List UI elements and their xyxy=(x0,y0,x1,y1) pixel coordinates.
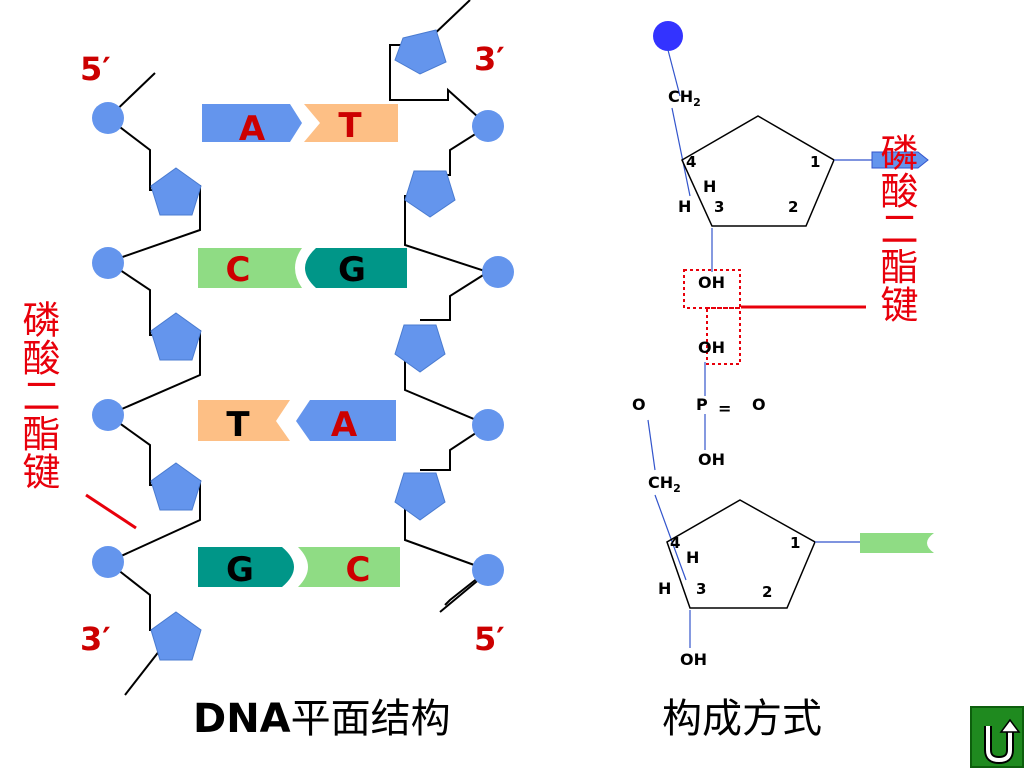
phosphate xyxy=(92,399,124,431)
carbon-2: 2 xyxy=(762,583,772,601)
carbon-4: 4 xyxy=(686,153,696,171)
caption-linkage: 构成方式 xyxy=(662,696,822,742)
base-c xyxy=(198,248,302,288)
deoxyribose-upper xyxy=(681,115,835,227)
base-pair-3: T A xyxy=(198,400,396,445)
double-bond: = xyxy=(718,399,731,418)
bond-pointer-line xyxy=(85,493,137,530)
phosphate-top xyxy=(653,21,683,51)
end-label-bottom-right: 5′ xyxy=(474,620,505,658)
carbon-1: 1 xyxy=(790,534,800,552)
deoxyribose-lower xyxy=(666,499,816,609)
carbon-3: 3 xyxy=(696,580,706,598)
left-phosphates xyxy=(92,102,124,578)
base-pair-2: C G xyxy=(198,248,407,290)
base-pair-1: A T xyxy=(202,104,398,149)
deoxyribose xyxy=(150,312,202,361)
right-strand-backbone xyxy=(389,0,491,613)
dna-plane-structure: A T C G T A G C 5′ 3′ 3′ 5′ xyxy=(16,0,514,742)
phosphate xyxy=(472,554,504,586)
right-phosphates xyxy=(472,110,514,586)
phosphate xyxy=(482,256,514,288)
base-stub-a xyxy=(871,151,929,169)
hydrogen: H xyxy=(658,579,671,598)
base-label: T xyxy=(338,106,362,146)
base-label: C xyxy=(226,250,251,290)
base-label: C xyxy=(346,550,371,590)
hydroxyl: OH xyxy=(680,650,707,669)
dehydration-box-bottom xyxy=(706,307,741,365)
base-a xyxy=(202,104,302,142)
deoxyribose xyxy=(150,167,202,216)
deoxyribose xyxy=(404,170,456,218)
phosphate xyxy=(92,102,124,134)
right-sugars xyxy=(394,29,456,521)
ch2-label: CH2 xyxy=(668,87,701,109)
oxygen: O xyxy=(752,395,766,414)
hydroxyl: OH xyxy=(698,450,725,469)
left-sugars xyxy=(150,167,202,661)
base-label: A xyxy=(331,405,358,445)
base-label: G xyxy=(226,550,254,590)
end-label-top-right: 3′ xyxy=(474,40,505,78)
deoxyribose xyxy=(394,29,447,75)
base-a xyxy=(296,400,396,441)
ch2-label: CH2 xyxy=(648,473,681,495)
phosphate xyxy=(92,247,124,279)
return-arrow-icon xyxy=(984,718,1021,765)
base-label: A xyxy=(239,109,266,149)
left-strand-backbone xyxy=(105,72,201,696)
phosphate xyxy=(92,546,124,578)
deoxyribose xyxy=(150,462,202,511)
hydroxyl: OH xyxy=(698,273,725,292)
bond-label-right: 磷酸二酯键 xyxy=(874,133,918,323)
carbon-3: 3 xyxy=(714,198,724,216)
deoxyribose xyxy=(394,324,446,373)
hydrogen: H xyxy=(686,548,699,567)
linkage-diagram: CH2 4 1 H H 3 2 OH OH O P = O OH CH2 4 1 xyxy=(632,21,934,742)
deoxyribose xyxy=(150,611,202,661)
carbon-2: 2 xyxy=(788,198,798,216)
end-label-bottom-left: 3′ xyxy=(80,620,111,658)
base-t xyxy=(198,400,290,441)
return-button[interactable] xyxy=(970,706,1024,768)
phosphate xyxy=(472,110,504,142)
oxygen: O xyxy=(632,395,646,414)
end-label-top-left: 5′ xyxy=(80,50,111,88)
hydrogen: H xyxy=(703,177,716,196)
dehydration-box-top xyxy=(683,269,741,309)
deoxyribose xyxy=(394,472,446,521)
hydrogen: H xyxy=(678,197,691,216)
phosphorus: P xyxy=(696,395,708,414)
phosphate xyxy=(472,409,504,441)
base-c xyxy=(298,547,400,587)
base-pair-4: G C xyxy=(198,547,400,590)
carbon-4: 4 xyxy=(670,534,680,552)
base-label: T xyxy=(226,405,250,445)
base-g xyxy=(198,547,294,587)
base-g xyxy=(305,248,407,288)
carbon-1: 1 xyxy=(810,153,820,171)
hydroxyl: OH xyxy=(698,338,725,357)
base-stub-c xyxy=(860,533,934,553)
base-t xyxy=(304,104,398,142)
base-label: G xyxy=(338,250,366,290)
caption-dna-plane: DNA平面结构 xyxy=(193,696,451,742)
bond-label-left: 磷酸二酯键 xyxy=(16,300,60,490)
